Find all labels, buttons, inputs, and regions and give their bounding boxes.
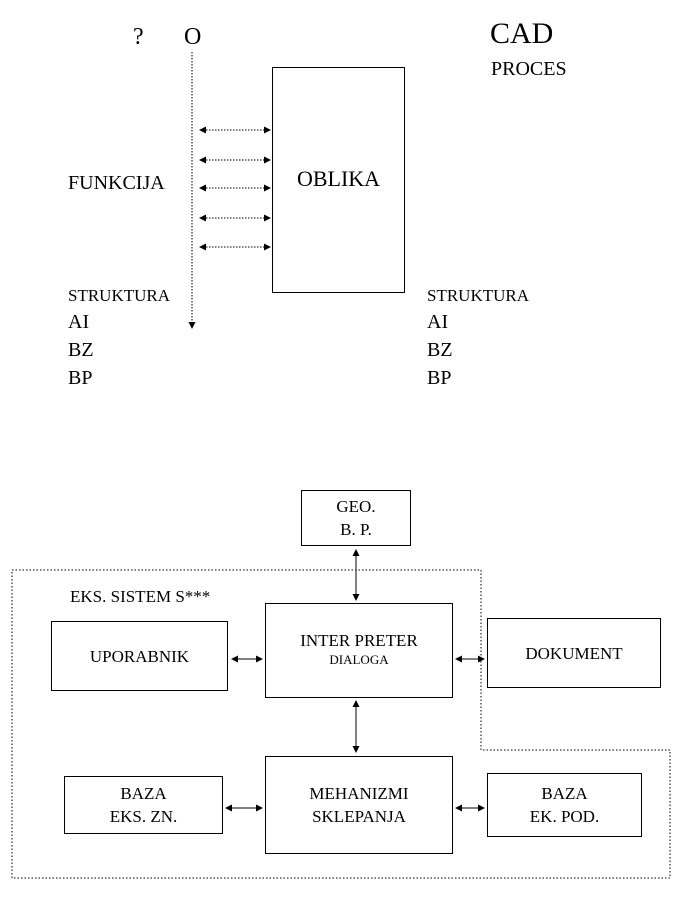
left-structure-heading: STRUKTURA [68, 286, 171, 305]
left-structure-item: BZ [68, 339, 94, 361]
baza-eks-zn-line1: BAZA [120, 784, 167, 803]
right-structure-item: BZ [427, 339, 453, 361]
right-structure-item: AI [427, 311, 449, 333]
right-structure-heading: STRUKTURA [427, 286, 530, 305]
dokument-label: DOKUMENT [525, 643, 623, 663]
interpreter-line1: INTER PRETER [300, 631, 418, 650]
baza-ek-pod-line2: EK. POD. [529, 807, 600, 826]
left-structure-item: AI [68, 311, 90, 333]
funkcija-label: FUNKCIJA [68, 172, 165, 194]
proces-subtitle: PROCES [491, 58, 567, 80]
uporabnik-box: UPORABNIK [51, 621, 228, 691]
oblika-box: OBLIKA [272, 67, 405, 293]
interpreter-box: INTER PRETER DIALOGA [265, 603, 453, 698]
cad-title: CAD [490, 17, 554, 50]
geo-box: GEO. B. P. [301, 490, 411, 546]
dokument-box: DOKUMENT [487, 618, 661, 688]
question-mark: ? [133, 24, 144, 50]
baza-eks-zn-box: BAZA EKS. ZN. [64, 776, 223, 834]
geo-box-line1: GEO. [336, 497, 376, 516]
baza-ek-pod-line1: BAZA [541, 784, 588, 803]
mehanizmi-line2: SKLEPANJA [312, 807, 406, 826]
right-structure: STRUKTURA AI BZ BP [427, 284, 529, 392]
mehanizmi-box: MEHANIZMI SKLEPANJA [265, 756, 453, 854]
expert-system-label: EKS. SISTEM S*** [70, 587, 211, 606]
interpreter-line2: DIALOGA [329, 652, 389, 667]
uporabnik-label: UPORABNIK [89, 646, 190, 666]
right-structure-item: BP [427, 367, 452, 389]
baza-ek-pod-box: BAZA EK. POD. [487, 773, 642, 837]
output-mark: O [184, 24, 202, 50]
mehanizmi-line1: MEHANIZMI [309, 784, 409, 803]
baza-eks-zn-line2: EKS. ZN. [109, 807, 178, 826]
oblika-label: OBLIKA [296, 166, 381, 191]
expert-system-boundary [11, 569, 671, 879]
left-structure-item: BP [68, 367, 93, 389]
left-structure: STRUKTURA AI BZ BP [68, 284, 170, 392]
geo-box-line2: B. P. [340, 520, 372, 539]
